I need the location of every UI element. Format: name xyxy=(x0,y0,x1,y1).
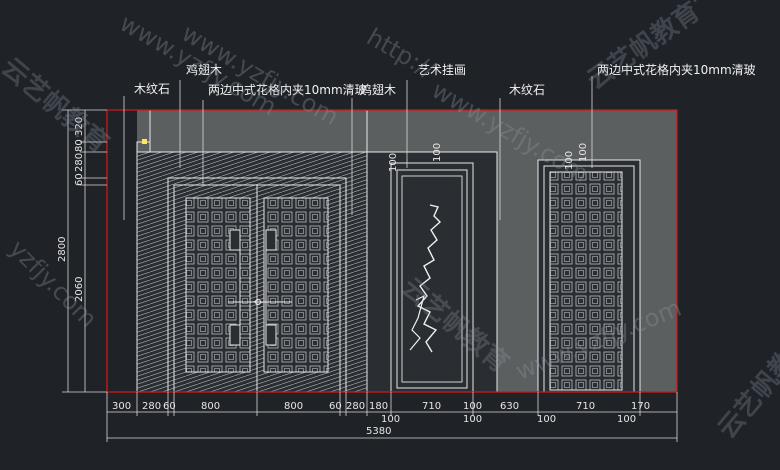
marker-icon xyxy=(142,139,147,144)
dim-h-60: 60 xyxy=(163,401,176,412)
dim-panel-top-3: 100 xyxy=(564,151,575,170)
dim-h2-100-b: 100 xyxy=(463,414,482,425)
dim-h-800-right: 800 xyxy=(284,401,303,412)
dim-h-100-right: 100 xyxy=(463,401,482,412)
door-handles xyxy=(228,229,292,346)
dim-panel-top-2: 100 xyxy=(432,143,443,162)
dim-vertical-280: 280 xyxy=(74,153,85,172)
watermark-brand-1: 云艺帆教育 xyxy=(0,52,115,159)
label-wenge-top: 鸡翅木 xyxy=(186,62,222,77)
dim-h-300: 300 xyxy=(112,401,131,412)
right-lattice-panel xyxy=(549,171,623,391)
right-glass-bay xyxy=(497,152,677,393)
watermark-brand-2: 云艺帆教育 xyxy=(581,0,705,96)
dim-total-width: 5380 xyxy=(366,426,391,437)
dim-h-800-left: 800 xyxy=(201,401,220,412)
dim-vertical-320: 320 xyxy=(74,117,85,136)
watermark-site-alt-1: yzfjy.com xyxy=(4,234,103,333)
dim-panel-top-4: 100 xyxy=(578,143,589,162)
dim-vertical-80: 80 xyxy=(74,139,85,152)
leader-lines xyxy=(123,76,593,220)
dim-h-170: 170 xyxy=(631,401,650,412)
watermark-brand-4: 云艺帆教育 xyxy=(712,325,780,445)
label-wood-stone-left: 木纹石 xyxy=(134,82,170,96)
dim-vertical-2060: 2060 xyxy=(74,277,85,302)
label-wood-stone-right: 木纹石 xyxy=(509,83,545,97)
section-dividers xyxy=(149,110,498,392)
dim-vertical-60: 60 xyxy=(74,173,85,186)
dim-vertical-total: 2800 xyxy=(57,237,68,262)
double-door xyxy=(167,177,347,393)
vertical-dimension-lines xyxy=(62,109,107,393)
dim-panel-top-1: 100 xyxy=(388,153,399,172)
dim-h-710-right: 710 xyxy=(576,401,595,412)
right-door-lattice xyxy=(263,197,329,373)
art-panel-bay xyxy=(366,151,498,393)
label-wenge-mid: 鸡翅木 xyxy=(360,82,396,97)
dim-h-180: 180 xyxy=(369,401,388,412)
dim-h-60-right: 60 xyxy=(329,401,342,412)
dim-h-710-left: 710 xyxy=(422,401,441,412)
dim-h2-100-d: 100 xyxy=(617,414,636,425)
dim-h-280-right: 280 xyxy=(346,401,365,412)
dim-h2-100-a: 100 xyxy=(381,414,400,425)
label-glass-right: 两边中式花格内夹10mm清玻 xyxy=(597,62,756,77)
watermark-site-prefix: http:// xyxy=(362,23,440,84)
left-wall-panel xyxy=(136,139,368,393)
dim-h2-100-c: 100 xyxy=(537,414,556,425)
dim-h-280: 280 xyxy=(142,401,161,412)
red-frame xyxy=(106,109,678,393)
label-art-panel: 艺术挂画 xyxy=(418,63,466,77)
dim-h-630: 630 xyxy=(500,401,519,412)
label-glass-left: 两边中式花格内夹10mm清玻 xyxy=(208,82,367,97)
art-painting-icon xyxy=(416,204,442,353)
horizontal-dimension-lines xyxy=(106,392,678,442)
